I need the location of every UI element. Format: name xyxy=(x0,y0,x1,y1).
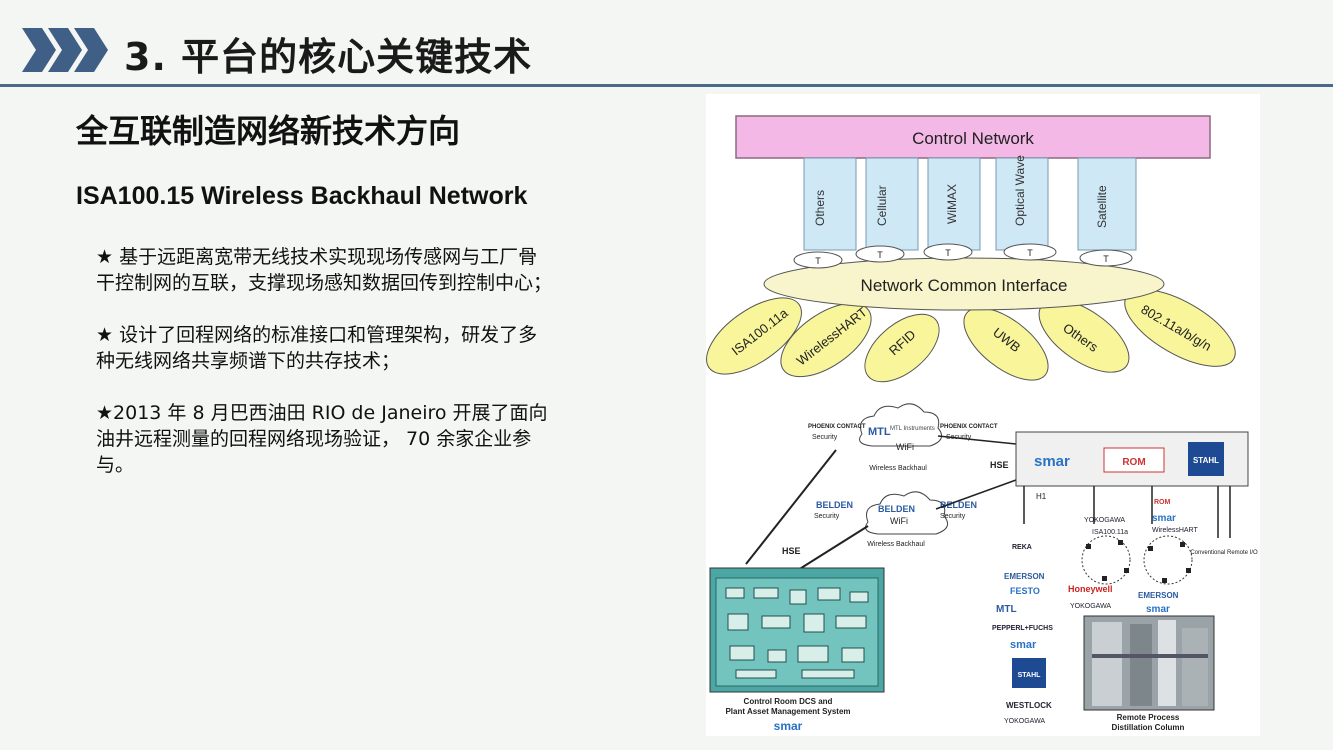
h1-label: H1 xyxy=(1036,492,1047,501)
link-label: Optical Wave xyxy=(1013,155,1027,226)
control-room-caption: Plant Asset Management System xyxy=(725,707,850,716)
stahl-logo: STAHL xyxy=(1018,672,1042,679)
header-divider xyxy=(0,84,1333,87)
remote-process-caption: Remote Process xyxy=(1117,713,1180,722)
link-column: Others xyxy=(803,157,857,251)
belden-logo: BELDEN xyxy=(878,504,915,514)
yokogawa-logo: YOKOGAWA xyxy=(1004,718,1045,725)
common-interface-label: Network Common Interface xyxy=(861,276,1068,295)
link-column: WiMAX xyxy=(927,157,981,251)
wifi-label: WiFi xyxy=(896,442,914,452)
vendor-logo: REKA xyxy=(1012,544,1032,551)
link-label: Cellular xyxy=(875,185,889,226)
terminal-connector xyxy=(793,251,843,269)
link-column: Satellite xyxy=(1077,157,1137,251)
emerson-logo: EMERSON xyxy=(1004,572,1045,581)
link-label: WiMAX xyxy=(945,184,959,224)
bullet-item: ★ 基于远距离宽带无线技术实现现场传感网与工厂骨干控制网的互联，支撑现场感知数据… xyxy=(96,246,553,294)
terminal-connector xyxy=(1003,243,1057,261)
mtl-logo: MTL xyxy=(868,426,891,438)
smar-logo: smar xyxy=(1152,513,1176,524)
hse-label: HSE xyxy=(782,546,801,556)
header-chevron-icon xyxy=(22,28,108,72)
wifi-cloud-icon xyxy=(859,403,943,447)
wifi-label: WiFi xyxy=(890,516,908,526)
page-title: 3. 平台的核心关键技术 xyxy=(124,35,533,79)
control-network-label: Control Network xyxy=(912,129,1034,148)
stahl-logo-box xyxy=(1012,658,1046,688)
hse-label: HSE xyxy=(990,460,1009,470)
mtl-logo: MTL xyxy=(996,604,1017,615)
terminal-label: T xyxy=(1027,248,1033,258)
wirelesshart-label: WirelessHART xyxy=(1152,527,1198,534)
yokogawa-logo: YOKOGAWA xyxy=(1084,517,1125,524)
belden-logo: BELDEN xyxy=(816,500,853,510)
security-label: Security xyxy=(940,513,966,520)
terminal-connector xyxy=(855,245,905,263)
security-label: Security xyxy=(814,513,840,520)
mtl-instruments-label: MTL Instruments xyxy=(890,426,935,432)
control-room-caption: Control Room DCS and xyxy=(744,697,833,706)
control-network-bar xyxy=(735,115,1211,159)
smar-logo: smar xyxy=(774,719,803,733)
honeywell-logo: Honeywell xyxy=(1068,584,1113,594)
smar-logo: smar xyxy=(1010,639,1037,651)
festo-logo: FESTO xyxy=(1010,586,1040,596)
stahl-logo: STAHL xyxy=(1193,456,1219,465)
terminal-label: T xyxy=(945,248,951,258)
link-column: Optical Wave xyxy=(995,155,1049,251)
stahl-logo-box xyxy=(1188,442,1224,476)
rom-logo: ROM xyxy=(1122,457,1145,468)
network-heading: ISA100.15 Wireless Backhaul Network xyxy=(76,182,528,210)
isa100-label: ISA100.11a xyxy=(1092,529,1128,536)
terminal-label: T xyxy=(1103,254,1109,264)
conventional-remote-io-label: Conventional Remote I/O xyxy=(1190,550,1258,556)
phoenix-contact-logo: PHOENIX CONTACT xyxy=(808,424,866,430)
pepperl-fuchs-logo: PEPPERL+FUCHS xyxy=(992,625,1053,632)
link-label: Others xyxy=(813,190,827,226)
terminal-connector xyxy=(1079,249,1133,267)
plant-diagram: MTL MTL Instruments WiFi Wireless Backha… xyxy=(709,403,1258,733)
smar-logo: smar xyxy=(1146,604,1170,615)
smar-logo: smar xyxy=(1034,453,1070,470)
diagram-canvas: Control Network Others Cellular WiMAX Op… xyxy=(706,115,1258,733)
rom-logo-box xyxy=(1103,447,1165,473)
westlock-logo: WESTLOCK xyxy=(1006,701,1052,710)
bullet-item: ★2013 年 8 月巴西油田 RIO de Janeiro 开展了面向油井远程… xyxy=(96,402,548,476)
link-label: Satellite xyxy=(1095,185,1109,228)
security-label: Security xyxy=(812,434,838,441)
phoenix-contact-logo: PHOENIX CONTACT xyxy=(940,424,998,430)
bullet-list: ★ 基于远距离宽带无线技术实现现场传感网与工厂骨干控制网的互联，支撑现场感知数据… xyxy=(96,244,556,504)
backhaul-network-diagram: Control Network Others Cellular WiMAX Op… xyxy=(706,94,1260,736)
terminal-label: T xyxy=(877,250,883,260)
wifi-cloud-icon xyxy=(865,491,949,535)
wireless-backhaul-label: Wireless Backhaul xyxy=(869,465,927,472)
terminal-label: T xyxy=(815,256,821,266)
rom-logo: ROM xyxy=(1154,499,1171,506)
section-subtitle: 全互联制造网络新技术方向 xyxy=(76,112,461,150)
emerson-logo: EMERSON xyxy=(1138,591,1179,600)
yokogawa-logo: YOKOGAWA xyxy=(1070,603,1111,610)
link-column: Cellular xyxy=(865,157,919,251)
wireless-backhaul-label: Wireless Backhaul xyxy=(867,541,925,548)
terminal-connector xyxy=(923,243,973,261)
remote-process-caption: Distillation Column xyxy=(1112,723,1185,732)
bullet-item: ★ 设计了回程网络的标准接口和管理架构，研发了多种无线网络共享频谱下的共存技术； xyxy=(96,324,538,372)
belden-logo: BELDEN xyxy=(940,500,977,510)
